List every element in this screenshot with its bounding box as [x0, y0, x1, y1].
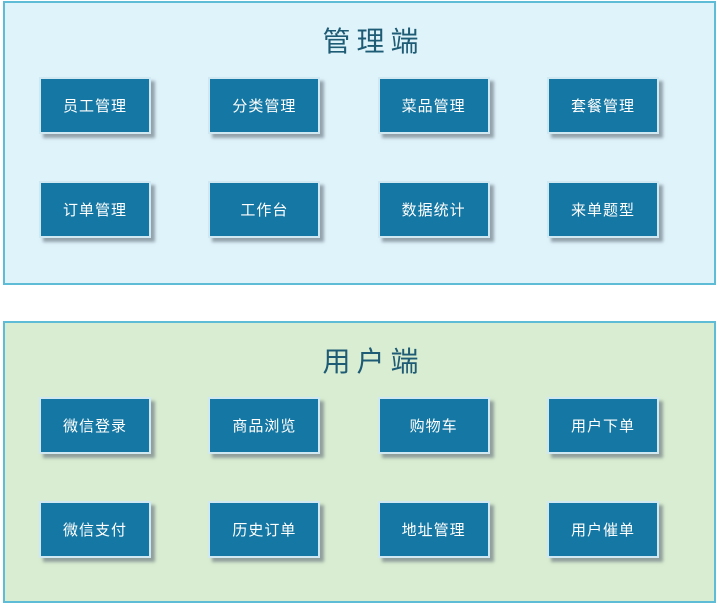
- node-setmeal-management: 套餐管理: [546, 77, 659, 134]
- node-label: 套餐管理: [570, 98, 635, 115]
- node-label: 购物车: [409, 418, 458, 435]
- panel-admin: 管理端 员工管理 分类管理 菜品管理 套餐管理 订单管理 工作台 数据统计: [3, 1, 716, 285]
- node-label: 微信登录: [62, 418, 127, 435]
- node-label: 工作台: [240, 202, 289, 219]
- node-label: 数据统计: [401, 202, 466, 219]
- node-label: 用户下单: [570, 418, 635, 435]
- node-label: 历史订单: [232, 522, 297, 539]
- node-label: 订单管理: [62, 202, 127, 219]
- node-label: 分类管理: [232, 98, 297, 115]
- node-user-order-reminder: 用户催单: [546, 501, 659, 558]
- node-label: 员工管理: [62, 98, 127, 115]
- panel-admin-row-1: 员工管理 分类管理 菜品管理 套餐管理: [39, 77, 659, 134]
- node-category-management: 分类管理: [208, 77, 321, 134]
- node-data-statistics: 数据统计: [377, 181, 490, 238]
- node-employee-management: 员工管理: [39, 77, 151, 134]
- node-label: 商品浏览: [232, 418, 297, 435]
- node-label: 来单题型: [570, 202, 635, 219]
- panel-admin-title: 管理端: [322, 27, 425, 58]
- panel-admin-row-2: 订单管理 工作台 数据统计 来单题型: [39, 181, 659, 238]
- panel-user-row-2: 微信支付 历史订单 地址管理 用户催单: [39, 501, 659, 558]
- node-product-browse: 商品浏览: [208, 397, 321, 454]
- panel-user-row-1: 微信登录 商品浏览 购物车 用户下单: [39, 397, 659, 454]
- panel-user: 用户端 微信登录 商品浏览 购物车 用户下单 微信支付 历史订单 地址管理: [3, 321, 716, 603]
- node-label: 菜品管理: [401, 98, 466, 115]
- node-wechat-login: 微信登录: [39, 397, 151, 454]
- node-label: 地址管理: [401, 522, 466, 539]
- node-shopping-cart: 购物车: [377, 397, 490, 454]
- panel-user-title: 用户端: [322, 347, 425, 378]
- node-dish-management: 菜品管理: [377, 77, 490, 134]
- node-incoming-order-type: 来单题型: [546, 181, 659, 238]
- node-wechat-pay: 微信支付: [39, 501, 151, 558]
- node-address-management: 地址管理: [377, 501, 490, 558]
- node-order-management: 订单管理: [39, 181, 151, 238]
- node-label: 用户催单: [570, 522, 635, 539]
- node-history-orders: 历史订单: [208, 501, 321, 558]
- node-workbench: 工作台: [208, 181, 321, 238]
- node-label: 微信支付: [62, 522, 127, 539]
- node-user-place-order: 用户下单: [546, 397, 659, 454]
